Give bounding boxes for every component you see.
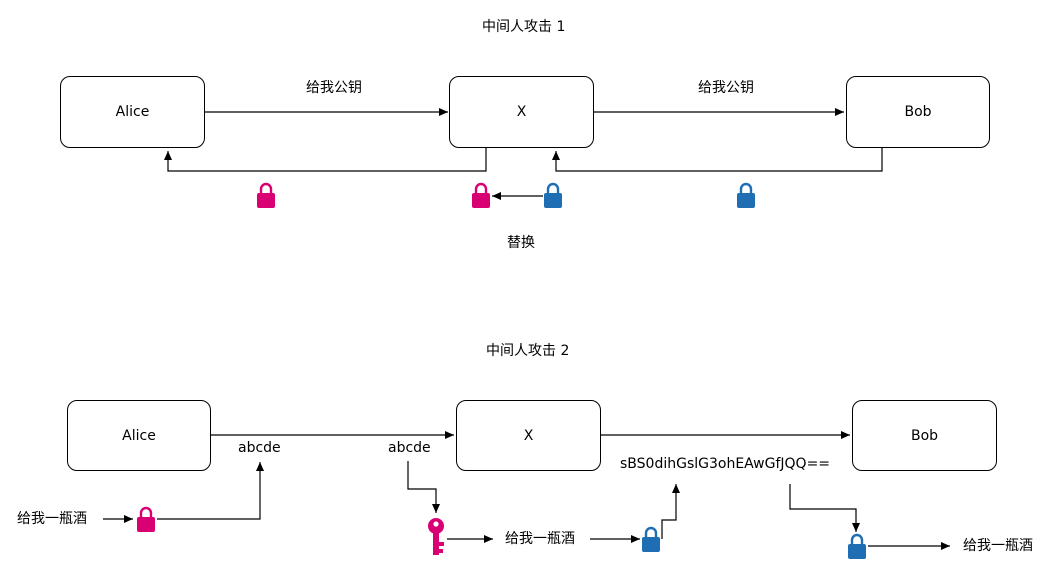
ciphertext-reencrypted: sBS0dihGslG3ohEAwGfJQQ== xyxy=(620,456,831,472)
diagram2-title: 中间人攻击 2 xyxy=(486,343,570,359)
edge-label-x-to-bob: 给我公钥 xyxy=(698,80,754,96)
arrow-ciphertext-to-key xyxy=(407,461,440,513)
key-icon-alice-private xyxy=(428,518,444,555)
node-alice-2: Alice xyxy=(67,400,211,471)
lock-icon-bob-d1 xyxy=(737,182,755,208)
lock-icon-alice-d2 xyxy=(137,506,155,532)
node-bob-2-label: Bob xyxy=(910,427,939,444)
diagram1-title: 中间人攻击 1 xyxy=(482,19,566,35)
node-alice-2-label: Alice xyxy=(122,427,156,444)
edge-label-alice-to-x: 给我公钥 xyxy=(306,80,362,96)
node-bob-2: Bob xyxy=(852,400,997,471)
node-bob-label: Bob xyxy=(904,104,932,120)
node-x-2-label: X xyxy=(523,427,534,444)
node-x: X xyxy=(449,76,594,148)
arrow-x-to-alice xyxy=(164,148,487,172)
plaintext-left: 给我一瓶酒 xyxy=(17,511,87,527)
node-bob: Bob xyxy=(846,76,990,148)
node-alice-label: Alice xyxy=(115,104,150,120)
lock-icon-alice-d1 xyxy=(257,182,275,208)
node-x-2: X xyxy=(456,400,601,471)
lock-icon-bob-d2-right xyxy=(848,533,866,559)
plaintext-right: 给我一瓶酒 xyxy=(963,538,1033,554)
replace-label: 替换 xyxy=(507,235,535,251)
arrow-reencrypted-to-lock xyxy=(789,484,860,532)
lock-icon-alice-replaced xyxy=(472,182,490,208)
ciphertext-label-a: abcde xyxy=(238,440,281,456)
node-alice: Alice xyxy=(60,76,205,148)
node-x-label: X xyxy=(516,104,527,120)
ciphertext-label-b: abcde xyxy=(388,440,431,456)
arrow-lock-to-reencrypted xyxy=(661,484,680,539)
plaintext-middle: 给我一瓶酒 xyxy=(505,531,575,547)
arrow-bob-to-x xyxy=(552,148,883,172)
lock-icon-bob-d2-middle xyxy=(642,526,660,552)
arrow-lock-to-ciphertext xyxy=(157,462,264,520)
lock-icon-bob-original xyxy=(544,182,562,208)
